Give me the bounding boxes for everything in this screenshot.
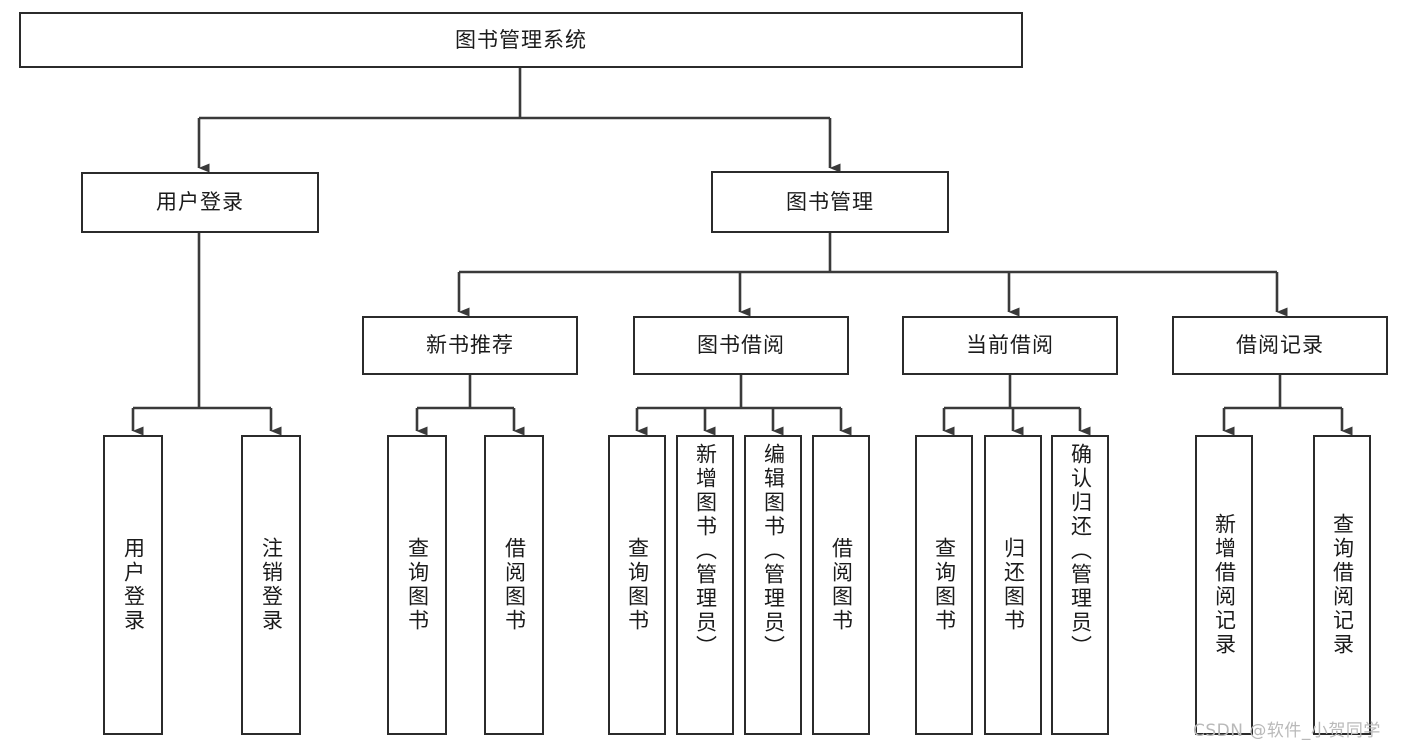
node-leaf-query-book-3[interactable]: 查询图书 [915,435,973,735]
node-leaf-add-borrow-record[interactable]: 新增借阅记录 [1195,435,1253,735]
node-label: 确认归还（管理员） [1068,443,1093,659]
node-label: 新增图书（管理员） [693,443,718,659]
node-current-borrow[interactable]: 当前借阅 [902,316,1118,375]
node-leaf-query-book-1[interactable]: 查询图书 [387,435,447,735]
node-label: 新增借阅记录 [1212,513,1237,657]
node-leaf-add-book-admin[interactable]: 新增图书（管理员） [676,435,734,735]
node-leaf-edit-book-admin[interactable]: 编辑图书（管理员） [744,435,802,735]
node-label: 查询图书 [405,537,430,633]
node-label: 用户登录 [121,537,146,633]
node-label: 新书推荐 [426,333,514,358]
node-label: 查询图书 [625,537,650,633]
node-leaf-query-book-2[interactable]: 查询图书 [608,435,666,735]
csdn-watermark: CSDN @软件_小贺同学 [1193,721,1381,741]
node-label: 借阅图书 [829,537,854,633]
node-leaf-borrow-book-2[interactable]: 借阅图书 [812,435,870,735]
node-label: 借阅图书 [502,537,527,633]
node-leaf-user-login[interactable]: 用户登录 [103,435,163,735]
node-book-borrow[interactable]: 图书借阅 [633,316,849,375]
node-label: 当前借阅 [966,333,1054,358]
node-leaf-borrow-book-1[interactable]: 借阅图书 [484,435,544,735]
node-label: 借阅记录 [1236,333,1324,358]
node-new-book-recommend[interactable]: 新书推荐 [362,316,578,375]
node-label: 查询图书 [932,537,957,633]
node-label: 图书管理系统 [455,27,587,52]
node-leaf-query-borrow-record[interactable]: 查询借阅记录 [1313,435,1371,735]
node-leaf-confirm-return-admin[interactable]: 确认归还（管理员） [1051,435,1109,735]
node-root-system[interactable]: 图书管理系统 [19,12,1023,68]
node-label: 注销登录 [259,537,284,633]
node-label: 查询借阅记录 [1330,513,1355,657]
node-leaf-user-logout[interactable]: 注销登录 [241,435,301,735]
node-user-login[interactable]: 用户登录 [81,172,319,233]
node-label: 归还图书 [1001,537,1026,633]
node-leaf-return-book[interactable]: 归还图书 [984,435,1042,735]
node-borrow-record[interactable]: 借阅记录 [1172,316,1388,375]
node-label: 编辑图书（管理员） [761,443,786,659]
node-book-management[interactable]: 图书管理 [711,171,949,233]
node-label: 图书借阅 [697,333,785,358]
node-label: 用户登录 [156,190,244,215]
node-label: 图书管理 [786,189,874,214]
